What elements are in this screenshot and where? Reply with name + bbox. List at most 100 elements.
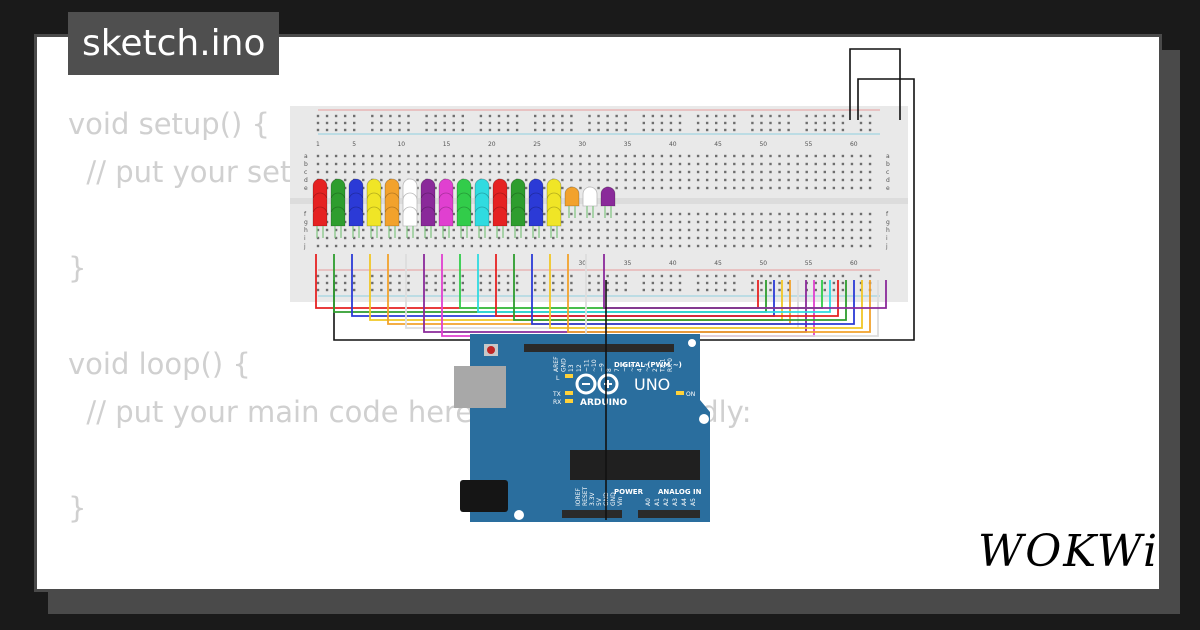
pin-label: IOREF: [575, 488, 582, 506]
led: [330, 192, 346, 213]
led-on-label: ON: [686, 391, 695, 398]
arduino-model: UNO: [634, 375, 670, 394]
led: [312, 206, 328, 227]
column-number: 30: [578, 260, 586, 267]
analog-header: [638, 510, 700, 518]
led: [330, 178, 346, 199]
led: [546, 178, 562, 199]
pin-label: RX 0: [667, 358, 674, 372]
led: [474, 178, 490, 199]
column-number: 45: [714, 260, 722, 267]
row-letter: d: [886, 177, 890, 184]
code-line: }: [68, 251, 87, 285]
column-number: 1: [316, 141, 320, 148]
column-number: 5: [352, 141, 356, 148]
row-letter: f: [304, 211, 307, 218]
wire-bundle: [315, 254, 887, 337]
led: [492, 178, 508, 199]
column-number: 55: [805, 260, 813, 267]
pin-label: 2: [652, 368, 659, 372]
row-letter: a: [886, 153, 890, 160]
pin-label: AREF: [553, 356, 560, 372]
pin-label: ~3: [644, 363, 651, 372]
jumper-wire: [531, 254, 855, 325]
led: [474, 206, 490, 227]
jumper-wire: [549, 254, 863, 329]
column-number: 45: [714, 141, 722, 148]
pin-label: ~9: [599, 363, 606, 372]
power-jack: [460, 480, 508, 512]
code-line: }: [68, 491, 87, 525]
arduino-brand: ARDUINO: [580, 398, 628, 408]
row-letter: j: [303, 243, 306, 250]
led: [438, 178, 454, 199]
led: [564, 186, 580, 207]
led: [402, 192, 418, 213]
row-letter: i: [304, 235, 306, 242]
code-line: void loop() {: [68, 347, 251, 381]
digital-label: DIGITAL (PWM ~): [614, 361, 682, 369]
arduino-logo: [575, 373, 619, 395]
led: [528, 192, 544, 213]
pin-label: 3.3V: [589, 491, 596, 506]
column-number: 35: [624, 141, 632, 148]
led-rx-label: RX: [553, 399, 561, 406]
led: [348, 178, 364, 199]
jumper-wire: [495, 254, 839, 317]
pin-label: RESET: [582, 486, 589, 506]
row-letter: j: [885, 243, 888, 250]
led: [366, 206, 382, 227]
pin-label: GND: [610, 492, 617, 506]
row-letter: h: [304, 227, 308, 234]
pin-label: TX 1: [659, 358, 666, 373]
column-number: 30: [578, 141, 586, 148]
led: [312, 192, 328, 213]
column-number: 20: [488, 141, 496, 148]
column-number: 15: [443, 141, 451, 148]
led: [348, 206, 364, 227]
led: [402, 206, 418, 227]
row-letter: g: [886, 219, 890, 226]
column-number: 10: [397, 141, 405, 148]
column-number: 50: [759, 260, 767, 267]
arduino-uno-board: ARDUINO UNO DIGITAL (PWM ~) POWER ANALOG…: [454, 334, 710, 522]
led: [438, 192, 454, 213]
wire-black-1: [849, 48, 901, 120]
led: [366, 192, 382, 213]
pin-label: 7: [614, 368, 621, 372]
analog-label: ANALOG IN: [658, 488, 702, 496]
row-letter: d: [304, 177, 308, 184]
pin-label: ~10: [591, 359, 598, 372]
led: [456, 192, 472, 213]
led: [420, 206, 436, 227]
column-number: 55: [805, 141, 813, 148]
usb-port: [454, 366, 506, 408]
row-letter: g: [304, 219, 308, 226]
led: [510, 178, 526, 199]
column-number: 60: [850, 260, 858, 267]
led: [546, 192, 562, 213]
led: [402, 178, 418, 199]
pin-label: A0: [645, 498, 652, 506]
reset-button[interactable]: [487, 346, 495, 354]
led: [474, 192, 490, 213]
led: [510, 192, 526, 213]
led: [330, 206, 346, 227]
led: [384, 206, 400, 227]
atmega-chip: [570, 450, 700, 480]
led: [492, 192, 508, 213]
led: [366, 178, 382, 199]
led: [420, 192, 436, 213]
pin-label: GND: [561, 358, 568, 372]
file-tab[interactable]: sketch.ino: [68, 12, 280, 75]
jumper-wire: [567, 254, 871, 333]
led: [510, 206, 526, 227]
led: [528, 206, 544, 227]
pin-label: Vin: [617, 496, 624, 506]
led: [582, 186, 598, 207]
led-l-label: L: [556, 375, 560, 382]
led: [456, 178, 472, 199]
pin-label: A1: [654, 498, 661, 506]
